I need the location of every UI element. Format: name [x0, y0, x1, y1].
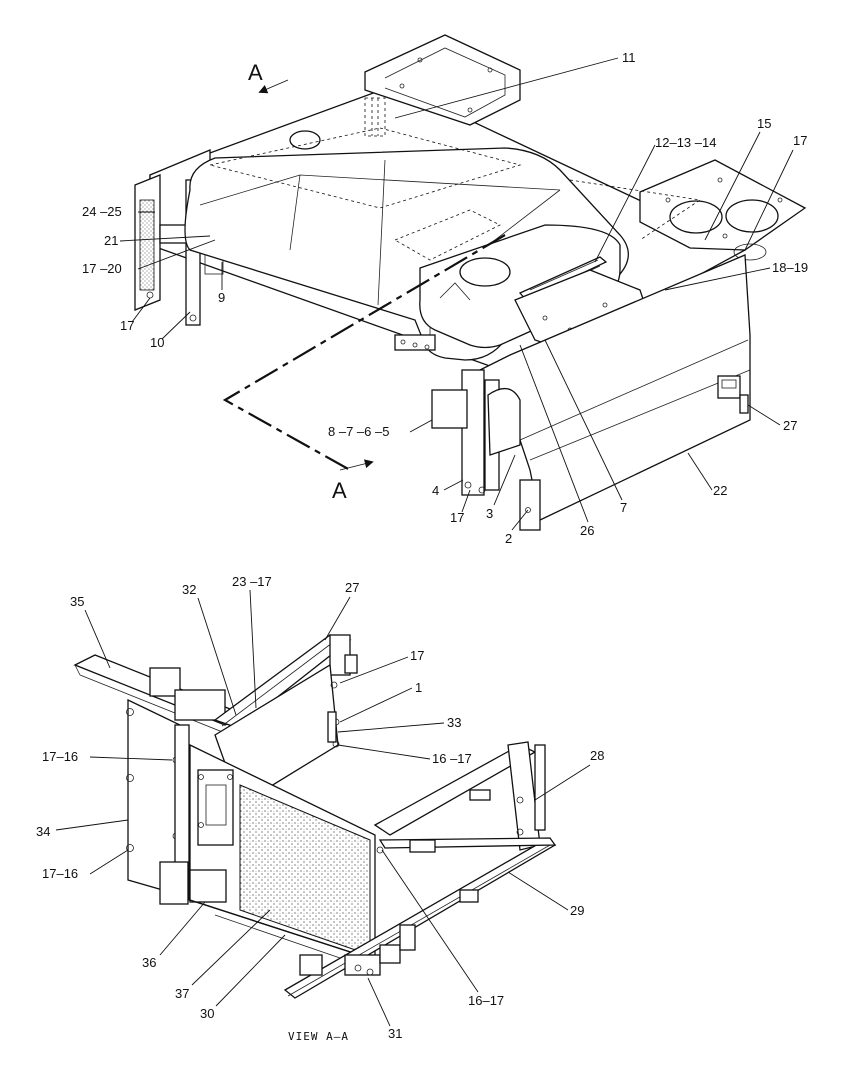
callout-27-top: 27 — [783, 418, 797, 433]
view-a-a-assembly: 35 32 23 –17 27 17 1 33 16 –17 17–16 28 … — [36, 574, 604, 1043]
callout-2: 2 — [505, 531, 512, 546]
callout-9: 9 — [218, 290, 225, 305]
callout-17-left: 17 — [120, 318, 134, 333]
callout-3: 3 — [486, 506, 493, 521]
roof-hole — [289, 130, 321, 150]
callout-23-17: 23 –17 — [232, 574, 272, 589]
callout-28: 28 — [590, 748, 604, 763]
callout-37: 37 — [175, 986, 189, 1001]
callout-35: 35 — [70, 594, 84, 609]
section-arrow-icon — [258, 79, 289, 94]
callout-31: 31 — [388, 1026, 402, 1041]
callout-17-bottom-right: 17 — [410, 648, 424, 663]
block-36 — [189, 869, 227, 903]
front-post — [461, 369, 485, 496]
callout-10: 10 — [150, 335, 164, 350]
callout-32: 32 — [182, 582, 196, 597]
callout-1: 1 — [415, 680, 422, 695]
callout-33: 33 — [447, 715, 461, 730]
callout-36: 36 — [142, 955, 156, 970]
callout-17-20: 17 –20 — [82, 261, 122, 276]
upper-assembly: A A 11 12–13 –14 15 17 24 –25 21 17 –20 … — [82, 34, 808, 546]
callout-4: 4 — [432, 483, 439, 498]
callout-26: 26 — [580, 523, 594, 538]
callout-8-7-6-5: 8 –7 –6 –5 — [328, 424, 389, 439]
round-hole — [669, 200, 723, 234]
callout-7: 7 — [620, 500, 627, 515]
callout-27-bottom: 27 — [345, 580, 359, 595]
callout-17-16-upper: 17–16 — [42, 749, 78, 764]
callout-24-25: 24 –25 — [82, 204, 122, 219]
view-caption: VIEW A–A — [288, 1030, 349, 1043]
callout-34: 34 — [36, 824, 50, 839]
callout-11: 11 — [622, 50, 636, 65]
callout-17-16-lower: 17–16 — [42, 866, 78, 881]
front-bracket — [431, 389, 468, 429]
callout-15: 15 — [757, 116, 771, 131]
section-marker-bottom: A — [332, 478, 347, 503]
callout-30: 30 — [200, 1006, 214, 1021]
callout-18-19: 18–19 — [772, 260, 808, 275]
small-window — [197, 769, 234, 846]
mounting-foot — [344, 954, 381, 976]
callout-16-17-right: 16 –17 — [432, 751, 472, 766]
callout-29: 29 — [570, 903, 584, 918]
console-opening — [459, 257, 511, 287]
round-hole — [725, 199, 779, 233]
upper-mount-plate — [364, 34, 521, 126]
section-line — [222, 234, 506, 471]
callout-22: 22 — [713, 483, 727, 498]
section-marker-top: A — [248, 60, 263, 85]
callout-17-bottom: 17 — [450, 510, 464, 525]
callout-12-13-14: 12–13 –14 — [655, 135, 716, 150]
latch — [717, 375, 741, 399]
section-arrow-icon — [339, 459, 374, 471]
callout-21: 21 — [104, 233, 118, 248]
callout-16-17-lower: 16–17 — [468, 993, 504, 1008]
callout-17-top-right: 17 — [793, 133, 807, 148]
